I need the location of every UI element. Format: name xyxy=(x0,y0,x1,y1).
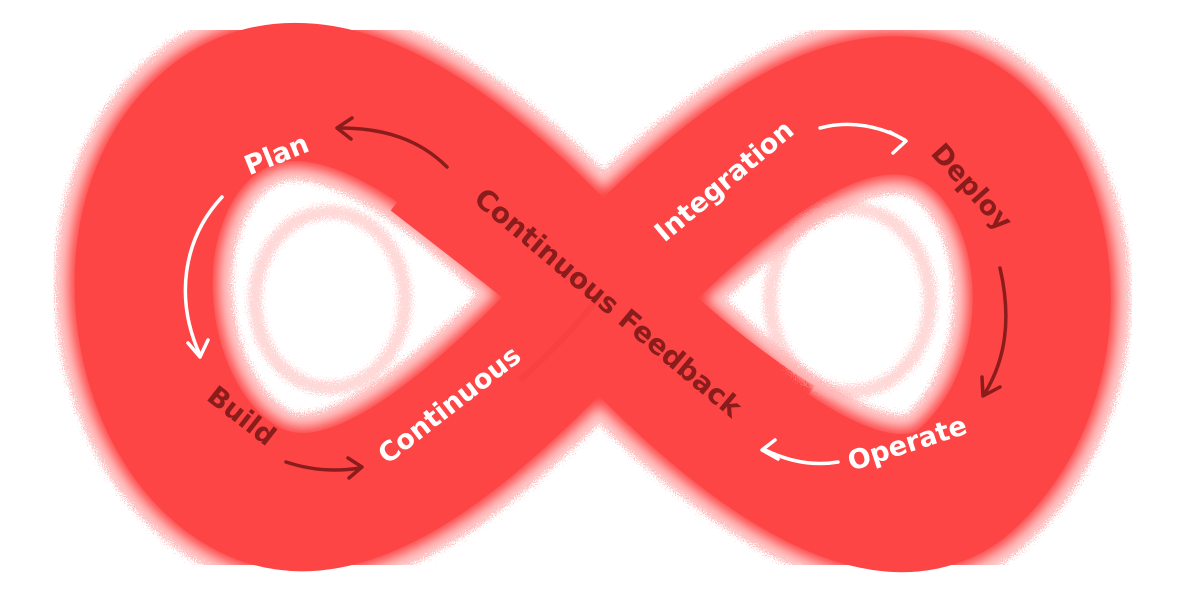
arrow-plan-to-build xyxy=(183,195,224,359)
arrows xyxy=(183,116,1008,480)
arrow-feedback-to-plan xyxy=(335,116,449,169)
arrow-deploy-to-operate xyxy=(980,266,1008,398)
inner-loop-edges xyxy=(248,201,937,399)
arrow-build-to-continuous xyxy=(284,456,364,480)
infinity-crossing-band xyxy=(390,109,815,495)
infinity-crossing-shadow xyxy=(518,294,603,383)
arrow-integration-to-deploy xyxy=(818,122,908,155)
arrow-operate-to-feedback xyxy=(760,438,840,466)
